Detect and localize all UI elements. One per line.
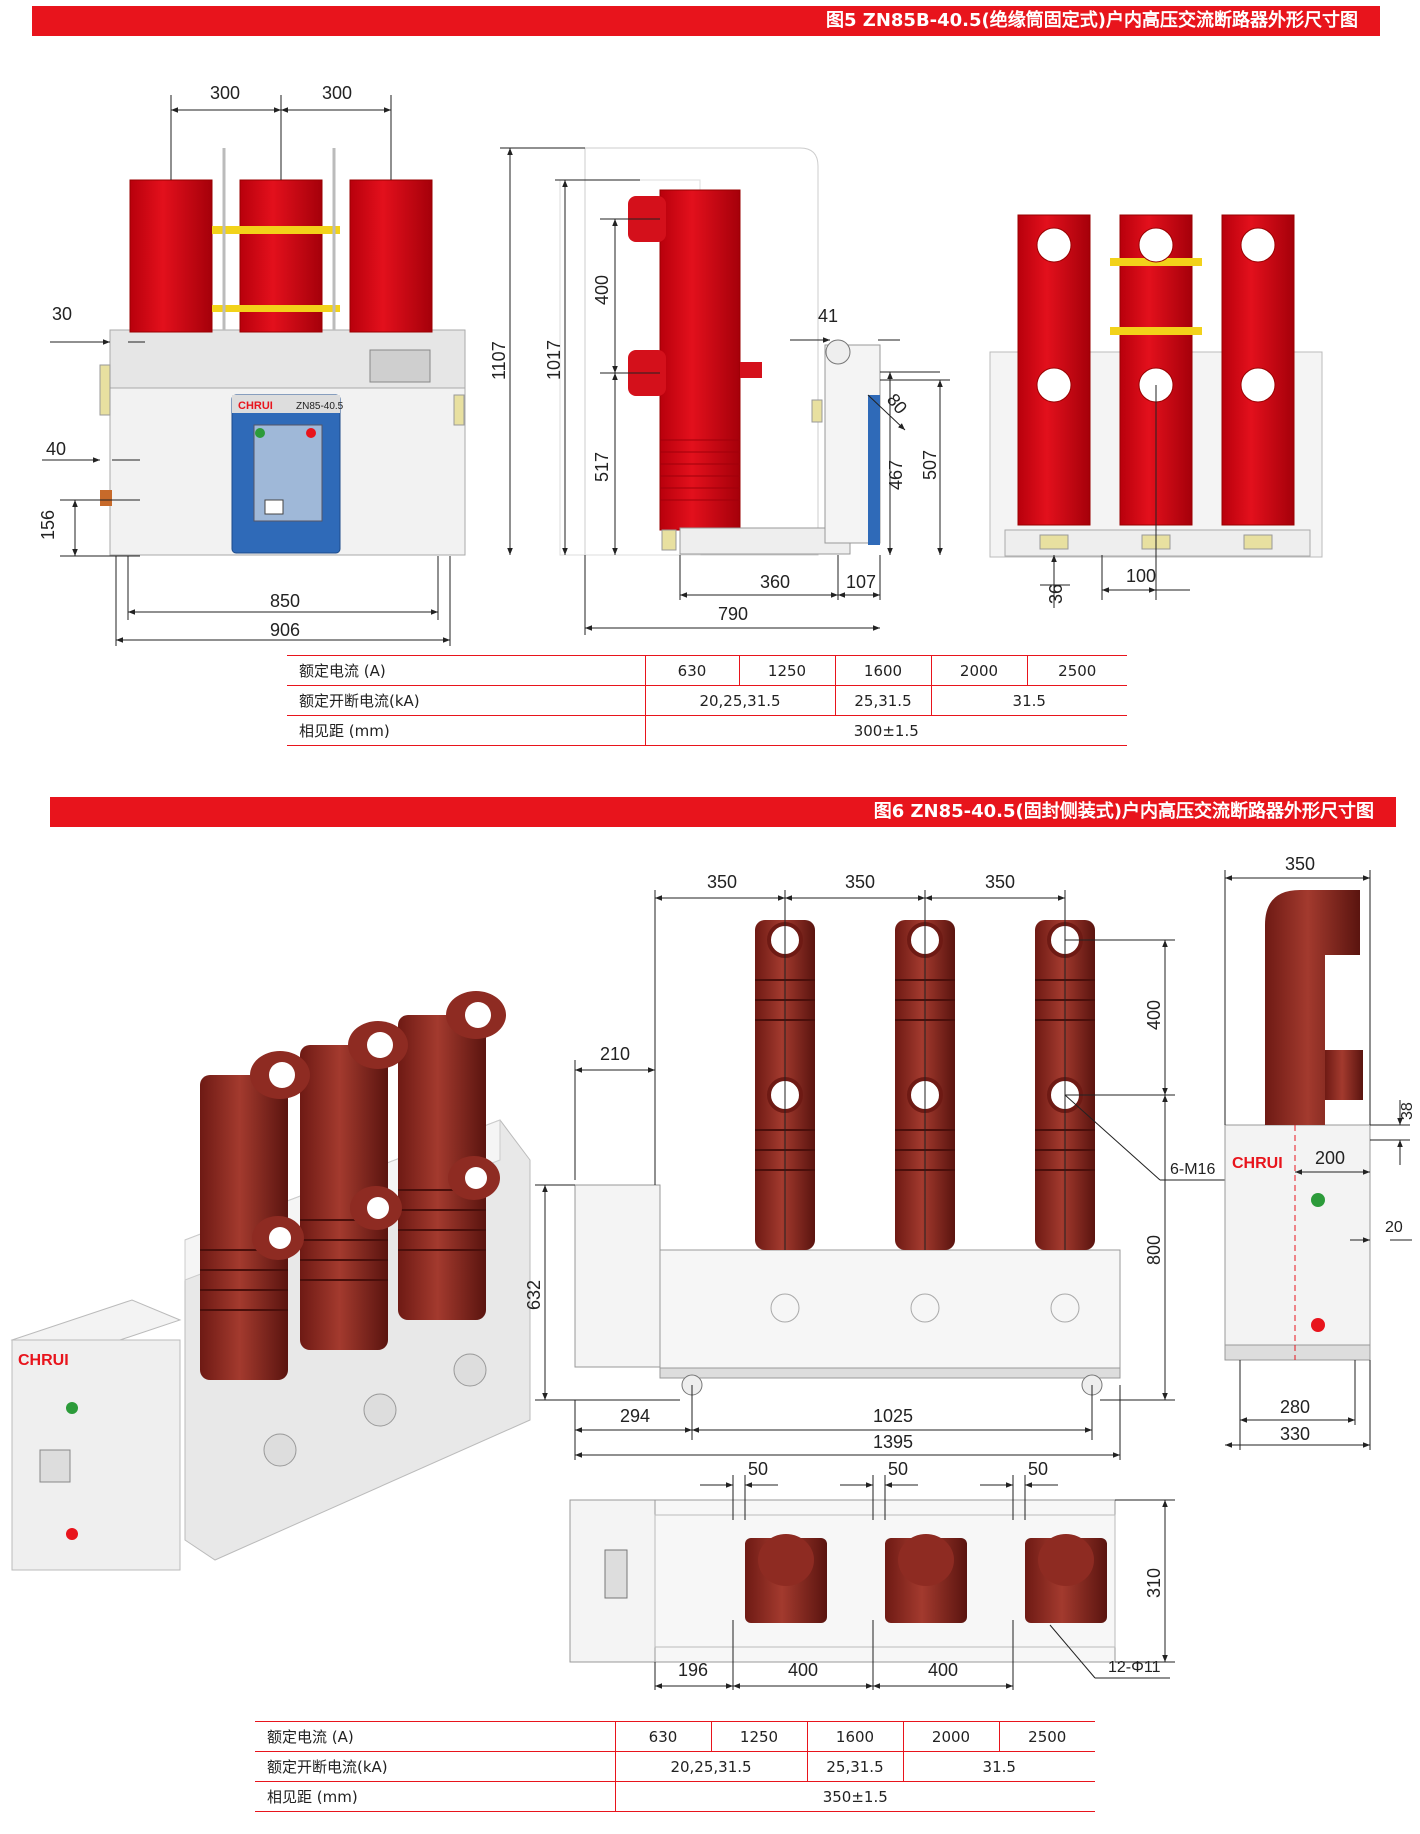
- fig5-dim-790: 790: [718, 604, 748, 624]
- fig6-breaking-b: 25,31.5: [806, 1751, 903, 1782]
- fig6-row-spacing-label: 相见距 (mm): [255, 1781, 615, 1812]
- fig5-svg: CHRUI ZN85-40.5 300 300 30 40 156: [38, 83, 1323, 646]
- fig6-dim-400b: 400: [788, 1660, 818, 1680]
- fig6-dim-294: 294: [620, 1406, 650, 1426]
- fig6-dim-50c: 50: [1028, 1459, 1048, 1479]
- fig6-dim-350d: 350: [1285, 854, 1315, 874]
- fig6-side-elevation: CHRUI 350 38 200 20 280 330: [1224, 854, 1416, 1450]
- fig5-side-view: 1107 1017 400 517 41 80 467 507 360 107 …: [489, 147, 950, 635]
- fig6-dim-38: 38: [1399, 1102, 1416, 1120]
- fig6-row-current-label: 额定电流 (A): [255, 1721, 615, 1752]
- fig6-svg: CHRUI: [10, 854, 1416, 1690]
- fig5-spacing-value: 300±1.5: [644, 715, 1127, 746]
- fig6-dim-350b: 350: [845, 872, 875, 892]
- fig5-rear-view: 36 100: [989, 214, 1323, 608]
- fig5-breaking-b: 25,31.5: [834, 685, 931, 716]
- fig5-dim-850: 850: [270, 591, 300, 611]
- fig6-title-banner: 图6 ZN85-40.5(固封侧装式)户内高压交流断路器外形尺寸图: [50, 797, 1396, 827]
- fig6-dim-350a: 350: [707, 872, 737, 892]
- fig5-dim-467: 467: [886, 460, 906, 490]
- fig6-brand-logo-3d: CHRUI: [18, 1352, 69, 1369]
- fig5-front-view: CHRUI ZN85-40.5 300 300 30 40 156: [38, 83, 466, 646]
- fig5-current-2500: 2500: [1026, 655, 1127, 686]
- fig6-dim-196: 196: [678, 1660, 708, 1680]
- fig5-dim-1107: 1107: [489, 341, 509, 380]
- fig5-breaking-c: 31.5: [930, 685, 1127, 716]
- fig6-dim-20: 20: [1385, 1219, 1403, 1236]
- fig6-dim-50a: 50: [748, 1459, 768, 1479]
- fig6-dim-632: 632: [524, 1280, 544, 1310]
- fig5-drawing: CHRUI ZN85-40.5 300 300 30 40 156: [0, 0, 1420, 680]
- fig5-dim-300a: 300: [210, 83, 240, 103]
- fig5-dim-517: 517: [592, 452, 612, 482]
- fig5-title: 图5 ZN85B-40.5(绝缘筒固定式)户内高压交流断路器外形尺寸图: [825, 10, 1358, 31]
- fig6-dim-310: 310: [1144, 1568, 1164, 1598]
- fig5-model-label: ZN85-40.5: [296, 401, 344, 412]
- fig6-dim-1025: 1025: [873, 1406, 913, 1426]
- fig6-current-1250: 1250: [710, 1721, 807, 1752]
- table-row: 相见距 (mm) 350±1.5: [255, 1781, 1095, 1812]
- fig5-dim-40: 40: [46, 439, 66, 459]
- fig5-row-breaking-label: 额定开断电流(kA): [287, 685, 645, 716]
- table-row: 额定电流 (A) 630 1250 1600 2000 2500: [255, 1721, 1095, 1752]
- fig5-dim-360: 360: [760, 572, 790, 592]
- fig5-dim-300b: 300: [322, 83, 352, 103]
- fig5-dim-100: 100: [1126, 566, 1156, 586]
- fig5-dim-41: 41: [818, 306, 838, 326]
- fig5-row-current-label: 额定电流 (A): [287, 655, 645, 686]
- fig6-front-elevation: 350 350 350 210 400 800 6-M16 632 294 10…: [524, 872, 1230, 1460]
- fig5-brand-logo: CHRUI: [238, 400, 273, 412]
- fig6-label-phi11: 12-Φ11: [1108, 1659, 1161, 1676]
- fig5-dim-30: 30: [52, 304, 72, 324]
- fig6-dim-280: 280: [1280, 1397, 1310, 1417]
- table-row: 额定开断电流(kA) 20,25,31.5 25,31.5 31.5: [255, 1751, 1095, 1782]
- fig5-current-630: 630: [644, 655, 739, 686]
- fig6-top-view: 50 50 50 310 196 400 400 12-Φ11: [569, 1459, 1175, 1690]
- fig5-current-1250: 1250: [738, 655, 835, 686]
- fig6-dim-400: 400: [1144, 1000, 1164, 1030]
- fig6-dim-210: 210: [600, 1044, 630, 1064]
- fig5-dim-107: 107: [846, 572, 876, 592]
- fig6-title: 图6 ZN85-40.5(固封侧装式)户内高压交流断路器外形尺寸图: [873, 801, 1374, 822]
- fig6-product-view: CHRUI: [10, 991, 531, 1571]
- fig6-dim-1395: 1395: [873, 1432, 913, 1452]
- fig5-breaking-a: 20,25,31.5: [644, 685, 835, 716]
- fig5-dim-507: 507: [920, 450, 940, 480]
- fig5-dim-1017: 1017: [544, 340, 564, 380]
- fig6-breaking-c: 31.5: [902, 1751, 1095, 1782]
- fig5-title-banner: 图5 ZN85B-40.5(绝缘筒固定式)户内高压交流断路器外形尺寸图: [32, 6, 1380, 36]
- table-row: 额定开断电流(kA) 20,25,31.5 25,31.5 31.5: [287, 685, 1127, 716]
- fig6-current-2500: 2500: [998, 1721, 1095, 1752]
- fig5-dim-906: 906: [270, 620, 300, 640]
- fig5-dim-400: 400: [592, 275, 612, 305]
- fig5-dim-36: 36: [1046, 584, 1066, 604]
- fig6-dim-350c: 350: [985, 872, 1015, 892]
- fig6-breaking-a: 20,25,31.5: [614, 1751, 807, 1782]
- fig6-dim-800: 800: [1144, 1235, 1164, 1265]
- fig6-current-630: 630: [614, 1721, 711, 1752]
- table-row: 相见距 (mm) 300±1.5: [287, 715, 1127, 746]
- fig6-label-m16: 6-M16: [1170, 1161, 1215, 1178]
- fig6-drawing: CHRUI: [0, 830, 1420, 1690]
- fig6-current-1600: 1600: [806, 1721, 903, 1752]
- fig6-dim-50b: 50: [888, 1459, 908, 1479]
- fig5-dim-156: 156: [38, 510, 58, 540]
- fig5-current-1600: 1600: [834, 655, 931, 686]
- fig6-current-2000: 2000: [902, 1721, 999, 1752]
- fig5-spec-table: 额定电流 (A) 630 1250 1600 2000 2500 额定开断电流(…: [287, 655, 1127, 746]
- fig6-dim-330: 330: [1280, 1424, 1310, 1444]
- fig6-spacing-value: 350±1.5: [614, 1781, 1095, 1812]
- table-row: 额定电流 (A) 630 1250 1600 2000 2500: [287, 655, 1127, 686]
- fig5-current-2000: 2000: [930, 655, 1027, 686]
- fig6-row-breaking-label: 额定开断电流(kA): [255, 1751, 615, 1782]
- fig6-brand-logo-side: CHRUI: [1232, 1155, 1283, 1172]
- fig6-dim-400c: 400: [928, 1660, 958, 1680]
- fig6-spec-table: 额定电流 (A) 630 1250 1600 2000 2500 额定开断电流(…: [255, 1721, 1095, 1812]
- fig5-row-spacing-label: 相见距 (mm): [287, 715, 645, 746]
- fig6-dim-200: 200: [1315, 1148, 1345, 1168]
